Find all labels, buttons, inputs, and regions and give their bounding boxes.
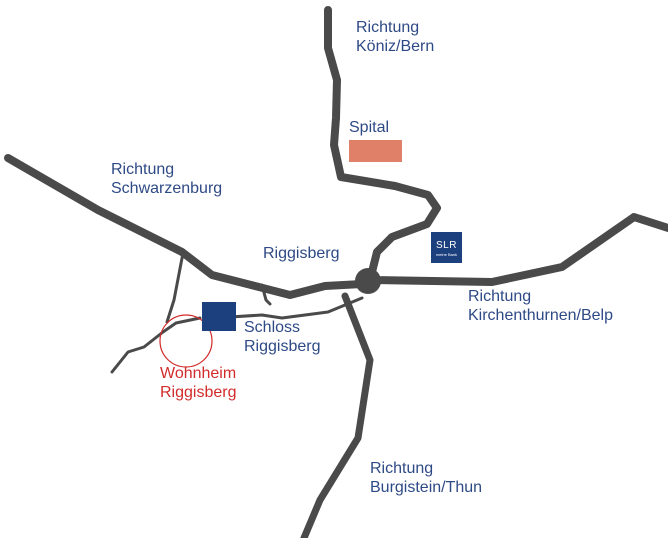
roundabout bbox=[355, 268, 381, 294]
label-kirchenthurnen-belp: Richtung Kirchenthurnen/Belp bbox=[468, 288, 613, 324]
street-west bbox=[110, 316, 202, 374]
label-koeniz-bern: Richtung Köniz/Bern bbox=[356, 19, 435, 55]
slr-bank-logo: SLR meine Bank bbox=[431, 232, 462, 263]
slr-logo-text: SLR bbox=[436, 240, 457, 251]
road-kirchenthurnen-belp bbox=[366, 213, 668, 286]
spital-marker bbox=[349, 140, 402, 162]
wohnheim-marker-circle bbox=[159, 314, 213, 368]
slr-sub-text: meine Bank bbox=[435, 252, 458, 257]
road-schwarzenburg bbox=[4, 154, 366, 299]
schloss-marker bbox=[202, 302, 236, 331]
road-schloss bbox=[212, 296, 364, 320]
street-village bbox=[260, 283, 272, 306]
label-schloss-riggisberg: Schloss Riggisberg bbox=[244, 319, 321, 355]
road-burgistein-thun bbox=[300, 292, 374, 538]
label-spital: Spital bbox=[349, 119, 390, 136]
label-burgistein-thun: Richtung Burgistein/Thun bbox=[370, 460, 483, 496]
street-north bbox=[165, 251, 185, 324]
label-riggisberg: Riggisberg bbox=[263, 245, 340, 262]
road-koeniz-bern bbox=[324, 6, 441, 284]
label-schwarzenburg: Richtung Schwarzenburg bbox=[111, 161, 223, 197]
label-wohnheim-riggisberg: Wohnheim Riggisberg bbox=[160, 365, 237, 401]
